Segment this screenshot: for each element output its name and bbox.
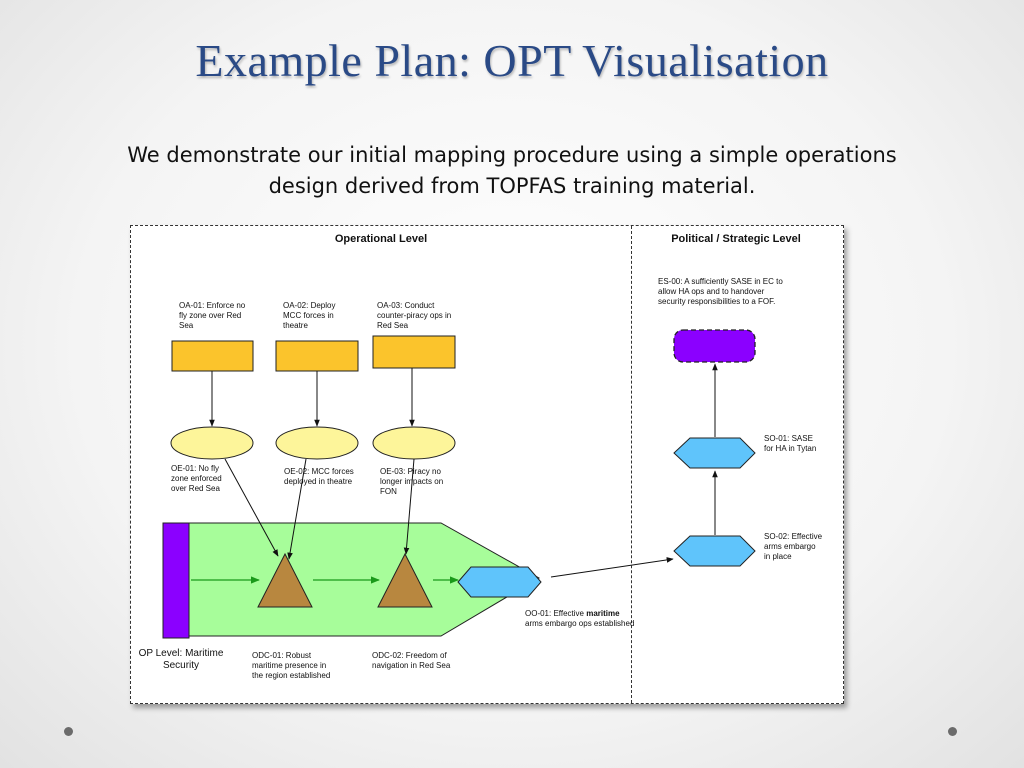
oo-01-label-suffix: arms embargo ops established bbox=[525, 619, 635, 628]
so-02-label: SO-02: Effective arms embargo in place bbox=[764, 532, 823, 561]
arrow-oo01-so02 bbox=[550, 557, 674, 578]
odc-01-triangle bbox=[257, 552, 313, 608]
oo-01-label-prefix: OO-01: Effective bbox=[525, 609, 587, 618]
oo-01-label: OO-01: Effective maritime arms embargo o… bbox=[525, 609, 635, 629]
opt-diagram: Operational Level Political / Strategic … bbox=[130, 225, 844, 704]
oe-02-ellipse bbox=[275, 426, 359, 460]
diagram-canvas bbox=[162, 329, 756, 639]
oe-02-label: OE-02: MCC forces deployed in theatre bbox=[284, 467, 354, 486]
op-level-label: OP Level: Maritime Security bbox=[138, 648, 224, 671]
es-00-label: ES-00: A sufficiently SASE in EC to allo… bbox=[658, 277, 783, 306]
arrow-oe01-odc01 bbox=[224, 458, 279, 557]
oa-01-label: OA-01: Enforce no fly zone over Red Sea bbox=[179, 301, 246, 330]
oe-03-label: OE-03: Piracy no longer impacts on FON bbox=[380, 467, 444, 496]
oa-02-box bbox=[275, 340, 359, 372]
odc-01-label: ODC-01: Robust maritime presence in the … bbox=[252, 651, 331, 680]
so-02-hexagon bbox=[673, 535, 756, 567]
nav-dot-left bbox=[64, 727, 73, 736]
operational-level-title: Operational Level bbox=[334, 233, 428, 245]
oa-02-label: OA-02: Deploy MCC forces in theatre bbox=[283, 301, 336, 330]
odc-02-label: ODC-02: Freedom of navigation in Red Sea bbox=[372, 651, 451, 670]
oa-03-box bbox=[372, 335, 456, 369]
oe-01-ellipse bbox=[170, 426, 254, 460]
arrow-oe03-odc02 bbox=[403, 458, 415, 555]
so-01-label: SO-01: SASE for HA in Tytan bbox=[764, 434, 817, 453]
oe-03-ellipse bbox=[372, 426, 456, 460]
slide-title: Example Plan: OPT Visualisation bbox=[195, 35, 829, 86]
slide-subtitle: We demonstrate our initial mapping proce… bbox=[127, 143, 897, 198]
political-level-title: Political / Strategic Level bbox=[671, 233, 801, 245]
oo-01-hexagon bbox=[457, 566, 542, 598]
oe-01-label: OE-01: No fly zone enforced over Red Sea bbox=[171, 464, 222, 493]
so-01-hexagon bbox=[673, 437, 756, 469]
op-level-bar bbox=[162, 522, 190, 639]
oa-01-box bbox=[171, 340, 254, 372]
level-divider bbox=[631, 226, 632, 703]
es-00-end-state bbox=[673, 329, 756, 363]
odc-02-triangle bbox=[377, 552, 433, 608]
arrow-oe02-odc01 bbox=[287, 458, 307, 560]
oo-01-label-bold: maritime bbox=[586, 609, 620, 618]
oa-03-label: OA-03: Conduct counter-piracy ops in Red… bbox=[377, 301, 452, 330]
nav-dot-right bbox=[948, 727, 957, 736]
